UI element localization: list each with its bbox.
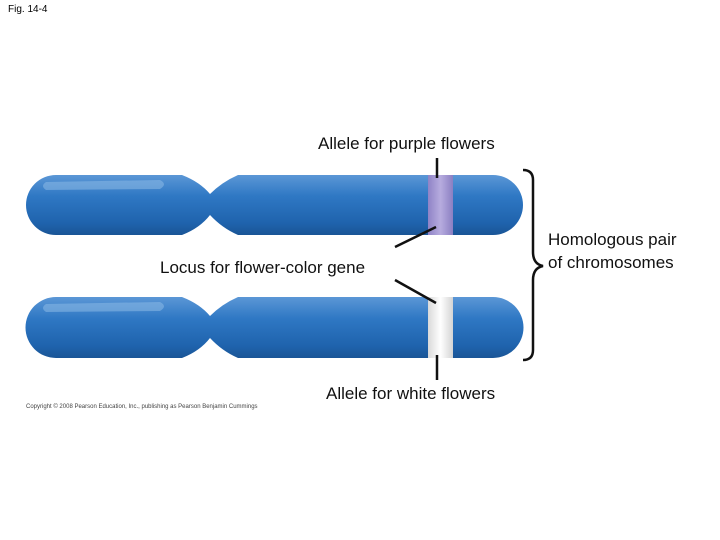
figure-label: Fig. 14-4 — [8, 4, 48, 15]
allele-purple-label: Allele for purple flowers — [318, 134, 495, 153]
pointer-locus-bottom — [394, 278, 437, 305]
chromosome-bottom — [25, 297, 524, 358]
pointer-locus-top — [394, 225, 437, 249]
chromosome-top — [26, 175, 523, 235]
chromosome-bottom-highlight — [43, 302, 164, 312]
locus-label: Locus for flower-color gene — [160, 258, 366, 277]
chromosome-bottom-body — [25, 297, 524, 358]
chromosome-top-body — [26, 175, 523, 235]
allele-white-label: Allele for white flowers — [326, 384, 496, 403]
homologous-brace — [522, 168, 544, 362]
chromosome-top-highlight — [43, 180, 164, 190]
copyright-notice: Copyright © 2008 Pearson Education, Inc.… — [26, 404, 258, 410]
allele-purple-band — [428, 175, 453, 235]
allele-white-band — [428, 297, 453, 358]
homologous-pair-label: Homologous pair of chromosomes — [548, 230, 677, 272]
